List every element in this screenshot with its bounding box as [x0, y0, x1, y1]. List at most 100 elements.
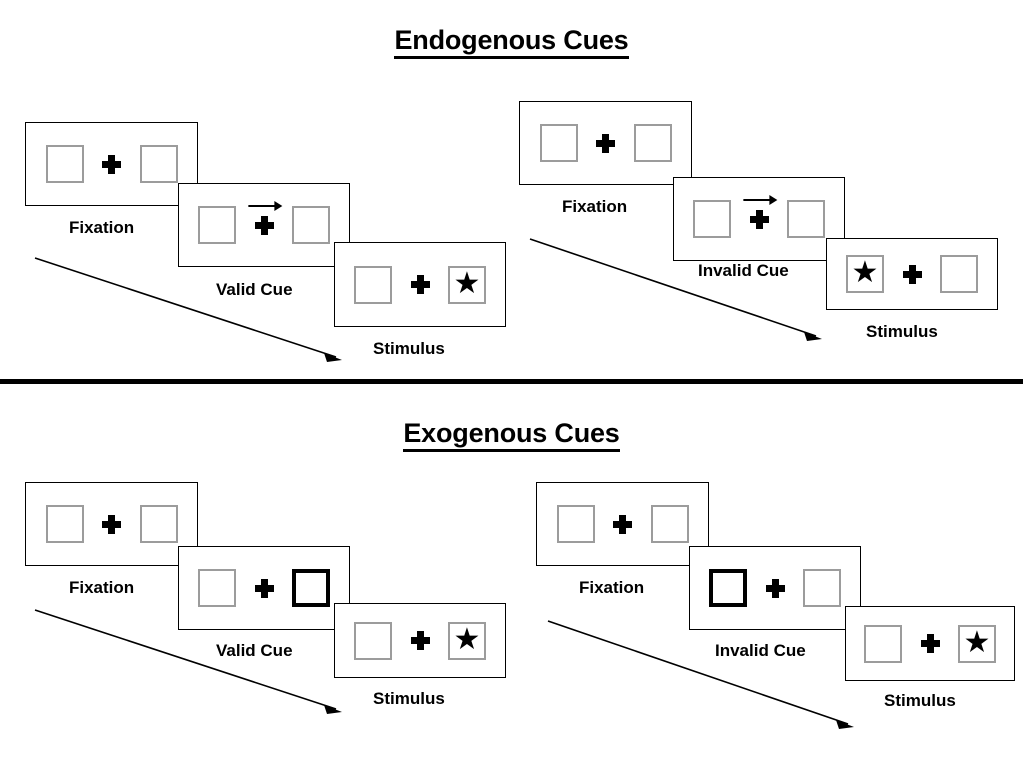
fixation-cross-icon: [596, 133, 615, 153]
fixation-cross-wrap: [731, 194, 787, 229]
display-endo-valid-cue: [198, 200, 330, 244]
fixation-cross-wrap: [236, 578, 292, 598]
fixation-cross-icon: [749, 209, 769, 229]
fixation-cross-wrap: [595, 514, 651, 534]
display-exo-valid-cue: [198, 569, 330, 607]
panel-endo-valid-cue[interactable]: [178, 183, 350, 267]
fixation-cross-icon: [102, 514, 121, 534]
fixation-cross-wrap: [84, 514, 140, 534]
placeholder-box-left: [198, 569, 236, 607]
placeholder-box-right: [803, 569, 841, 607]
section-title-exogenous-text: Exogenous Cues: [403, 418, 620, 452]
caption-endo-valid-cue: Valid Cue: [216, 280, 293, 299]
caption-exo-valid-stimulus: Stimulus: [373, 689, 445, 708]
fixation-cross-wrap: [578, 133, 634, 153]
fixation-cross-icon: [765, 578, 785, 598]
placeholder-box-right: [139, 145, 178, 183]
fixation-cross-wrap: [84, 154, 140, 174]
placeholder-box-left: [354, 265, 392, 304]
display-endo-invalid-cue: [693, 194, 825, 238]
caption-endo-invalid-fixation: Fixation: [562, 197, 628, 216]
caption-exo-invalid-cue: Invalid Cue: [715, 641, 806, 660]
placeholder-box-left-target: ★: [846, 255, 884, 293]
fixation-cross-icon: [410, 631, 430, 650]
placeholder-box-left: [198, 206, 236, 244]
panel-endo-invalid-cue[interactable]: [673, 177, 845, 261]
panel-exo-invalid-cue[interactable]: [689, 546, 861, 630]
fixation-cross-wrap: [392, 631, 448, 650]
arrow-cue-right-icon: [743, 194, 778, 205]
display-endo-valid-fixation: [45, 145, 178, 183]
panel-endo-invalid-fixation[interactable]: [519, 101, 692, 185]
caption-endo-valid-stimulus: Stimulus: [373, 339, 445, 358]
section-exogenous: Exogenous Cues Fixation Valid Cue: [0, 386, 1023, 767]
fixation-cross-icon: [102, 154, 121, 174]
caption-exo-invalid-fixation: Fixation: [579, 578, 645, 597]
star-icon: ★: [453, 266, 481, 300]
arrow-shaft: [248, 204, 276, 207]
placeholder-box-right: [940, 255, 978, 293]
display-endo-valid-stimulus: ★: [354, 265, 486, 304]
display-exo-invalid-fixation: [556, 505, 689, 543]
placeholder-box-right: [633, 124, 672, 162]
placeholder-box-left: [864, 624, 902, 663]
caption-endo-valid-fixation: Fixation: [69, 218, 135, 237]
placeholder-box-right: [292, 206, 330, 244]
fixation-cross-wrap: [236, 200, 292, 235]
placeholder-box-left: [556, 505, 595, 543]
caption-endo-invalid-cue: Invalid Cue: [698, 261, 789, 280]
panel-exo-valid-fixation[interactable]: [25, 482, 198, 566]
placeholder-box-left: [693, 200, 731, 238]
fixation-cross-wrap: [902, 634, 958, 653]
fixation-cross-icon: [254, 215, 274, 235]
display-exo-valid-stimulus: ★: [354, 621, 486, 660]
panel-endo-invalid-stimulus[interactable]: ★: [826, 238, 998, 310]
caption-exo-valid-fixation: Fixation: [69, 578, 135, 597]
caption-exo-valid-cue: Valid Cue: [216, 641, 293, 660]
placeholder-box-right: [139, 505, 178, 543]
placeholder-box-right: [650, 505, 689, 543]
placeholder-box-right-target: ★: [448, 621, 486, 660]
section-endogenous: Endogenous Cues Fixation Valid Cue: [0, 0, 1023, 381]
section-title-endogenous: Endogenous Cues: [0, 25, 1023, 59]
display-endo-invalid-fixation: [539, 124, 672, 162]
arrow-head: [274, 200, 283, 211]
panel-exo-valid-stimulus[interactable]: ★: [334, 603, 506, 678]
placeholder-box-left: [354, 621, 392, 660]
star-icon: ★: [851, 256, 879, 289]
placeholder-box-left: [45, 145, 84, 183]
arrow-head: [769, 194, 778, 205]
placeholder-box-right-target: ★: [958, 624, 996, 663]
display-exo-valid-fixation: [45, 505, 178, 543]
arrow-shaft: [743, 198, 771, 201]
arrow-cue-right-icon: [248, 200, 283, 211]
fixation-cross-icon: [410, 275, 430, 294]
display-exo-invalid-stimulus: ★: [864, 624, 996, 663]
fixation-cross-icon: [254, 578, 274, 598]
placeholder-box-right-cued: [292, 569, 330, 607]
placeholder-box-right-target: ★: [448, 265, 486, 304]
placeholder-box-left: [45, 505, 84, 543]
display-exo-invalid-cue: [709, 569, 841, 607]
fixation-cross-icon: [902, 264, 922, 284]
panel-endo-valid-stimulus[interactable]: ★: [334, 242, 506, 327]
fixation-cross-wrap: [884, 264, 940, 284]
placeholder-box-right: [787, 200, 825, 238]
star-icon: ★: [963, 625, 991, 659]
panel-exo-invalid-fixation[interactable]: [536, 482, 709, 566]
fixation-cross-wrap: [747, 578, 803, 598]
fixation-cross-wrap: [392, 275, 448, 294]
caption-endo-invalid-stimulus: Stimulus: [866, 322, 938, 341]
section-divider: [0, 379, 1023, 384]
star-icon: ★: [453, 622, 481, 656]
fixation-cross-icon: [613, 514, 632, 534]
placeholder-box-left: [539, 124, 578, 162]
caption-exo-invalid-stimulus: Stimulus: [884, 691, 956, 710]
panel-exo-invalid-stimulus[interactable]: ★: [845, 606, 1015, 681]
section-title-endogenous-text: Endogenous Cues: [394, 25, 629, 59]
fixation-cross-icon: [920, 634, 940, 653]
placeholder-box-left-cued: [709, 569, 747, 607]
panel-endo-valid-fixation[interactable]: [25, 122, 198, 206]
panel-exo-valid-cue[interactable]: [178, 546, 350, 630]
section-title-exogenous: Exogenous Cues: [0, 418, 1023, 452]
